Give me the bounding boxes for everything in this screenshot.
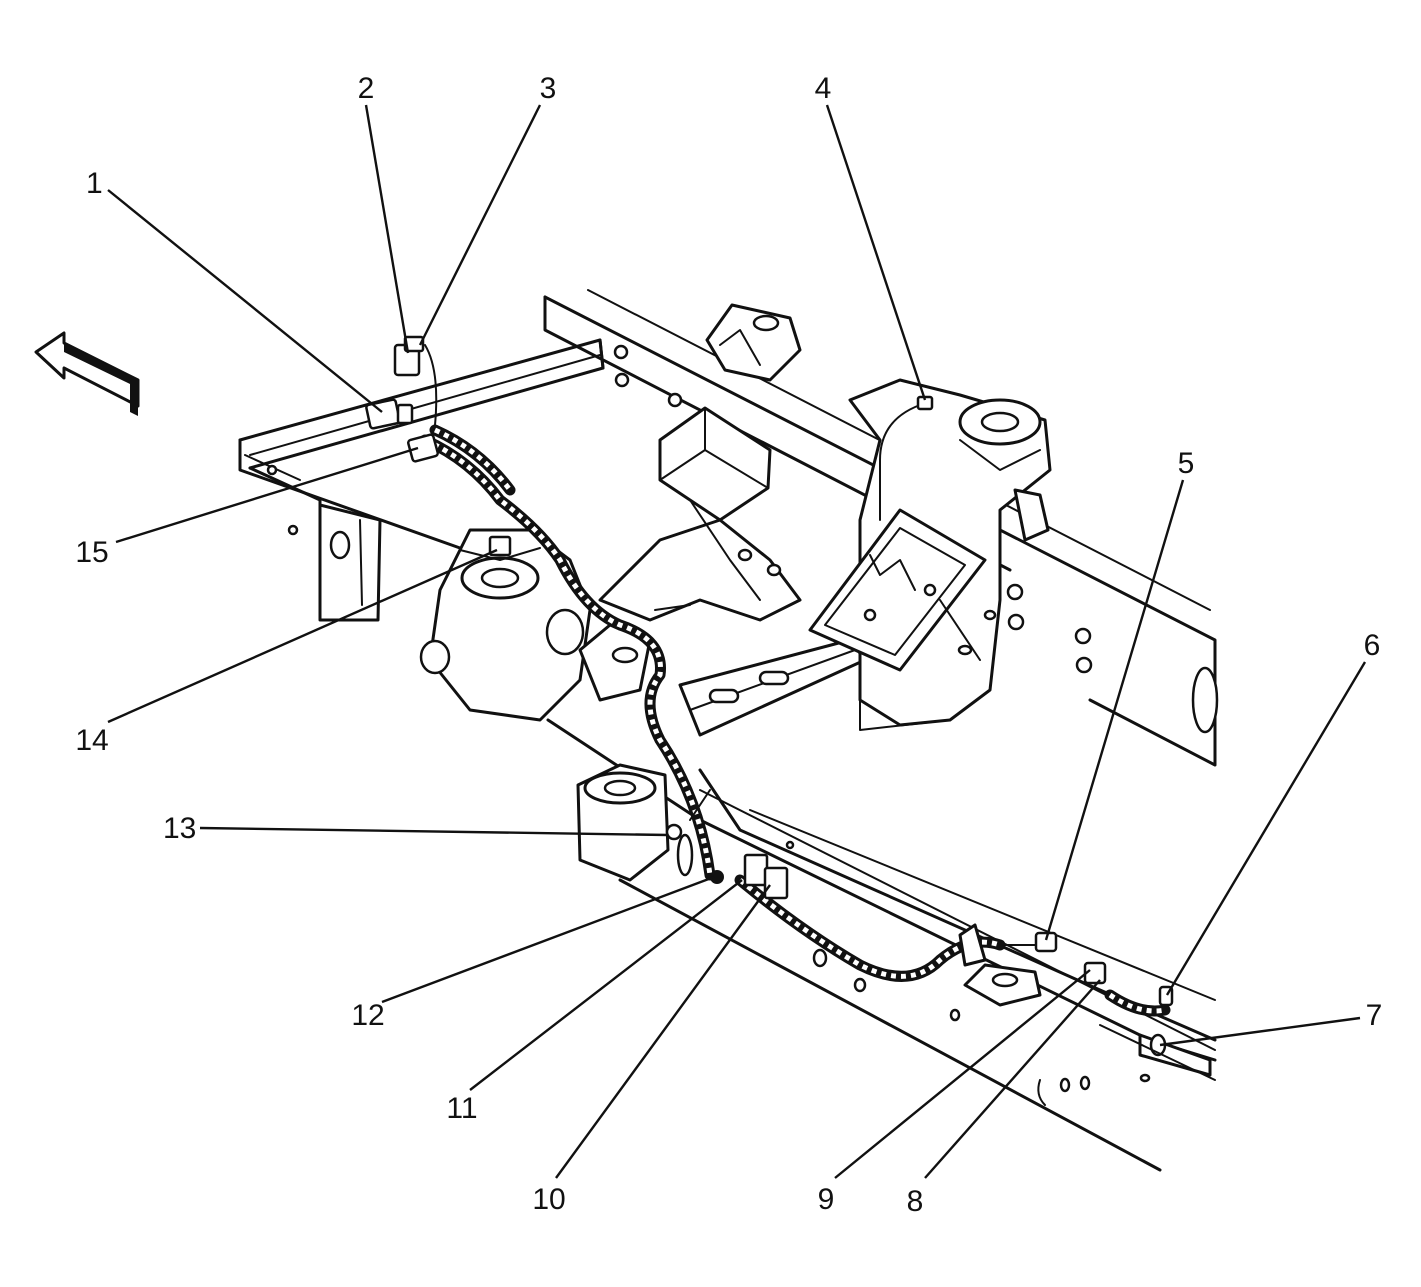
callout-12: 12 <box>351 999 384 1032</box>
connectors <box>365 335 1174 1007</box>
callout-14: 14 <box>75 724 108 757</box>
callout-11: 11 <box>446 1092 477 1125</box>
leader-lines <box>107 104 1367 1179</box>
center-crossmember <box>598 406 867 737</box>
callout-15: 15 <box>75 536 108 569</box>
callout-5: 5 <box>1178 447 1195 480</box>
front-crossmember-tube <box>238 338 605 470</box>
left-suspension-bracket <box>419 528 652 722</box>
callout-labels: 1 2 3 4 5 6 7 8 9 10 11 12 13 14 15 <box>75 72 1382 1218</box>
front-frame-rail <box>238 438 462 622</box>
callout-2: 2 <box>358 72 375 105</box>
callout-10: 10 <box>532 1183 565 1216</box>
right-suspension-bracket <box>808 378 1052 731</box>
callout-4: 4 <box>815 72 832 105</box>
forward-arrow-icon <box>34 331 140 416</box>
callout-7: 7 <box>1366 999 1383 1032</box>
callout-9: 9 <box>818 1183 835 1216</box>
callout-1: 1 <box>86 167 103 200</box>
callout-3: 3 <box>540 72 557 105</box>
lower-frame-rail <box>546 718 1217 1172</box>
callout-6: 6 <box>1364 629 1381 662</box>
callout-8: 8 <box>907 1185 924 1218</box>
callout-13: 13 <box>163 812 196 845</box>
